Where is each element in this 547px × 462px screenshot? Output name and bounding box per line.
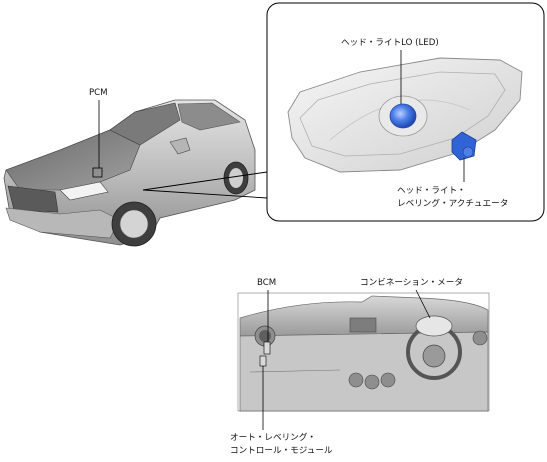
center-vent-left: [348, 372, 364, 388]
leveling-actuator-connector: [462, 146, 474, 158]
combination-meter-cluster: [415, 315, 453, 337]
pcm-label: PCM: [89, 88, 108, 98]
combination-meter-label: コンビネーション・メータ: [360, 278, 463, 288]
auto-leveling-label-line1: オート・レベリング・: [230, 433, 316, 443]
center-display: [349, 317, 377, 333]
pcm-marker: [92, 167, 103, 178]
car-side-window: [177, 102, 241, 131]
car-windshield: [109, 102, 181, 146]
leveling-actuator-label-line1: ヘッド・ライト・: [397, 186, 466, 196]
center-vent-mid: [364, 374, 380, 390]
bcm-marker: [263, 341, 271, 355]
callout-connector-lower: [142, 189, 268, 199]
center-vent-right: [380, 372, 396, 388]
leveling-actuator-label-line2: レベリング・アクチュエータ: [397, 199, 509, 209]
led-lo-lens: [389, 103, 417, 129]
left-vent-inner: [259, 330, 271, 342]
headlight-lo-label: ヘッド・ライトLO (LED): [341, 38, 439, 48]
auto-leveling-label-line2: コントロール・モジュール: [230, 446, 333, 456]
glovebox-line: [249, 369, 341, 373]
headlamp-assembly: [287, 57, 523, 173]
car-front-rim: [119, 209, 149, 239]
headlamp-inner: [299, 71, 506, 157]
steering-hub: [422, 344, 446, 368]
car-illustration: [3, 99, 256, 247]
dashboard-illustration: [237, 292, 490, 412]
combination-meter-leader: [415, 289, 431, 319]
right-vent: [472, 330, 488, 346]
car-headlamp: [59, 181, 109, 201]
callout-connector: [142, 171, 268, 191]
car-rear-rim: [229, 168, 243, 188]
car-grille: [7, 185, 59, 213]
auto-leveling-marker: [259, 355, 267, 367]
car-mirror: [169, 137, 191, 155]
bcm-label: BCM: [257, 278, 277, 288]
